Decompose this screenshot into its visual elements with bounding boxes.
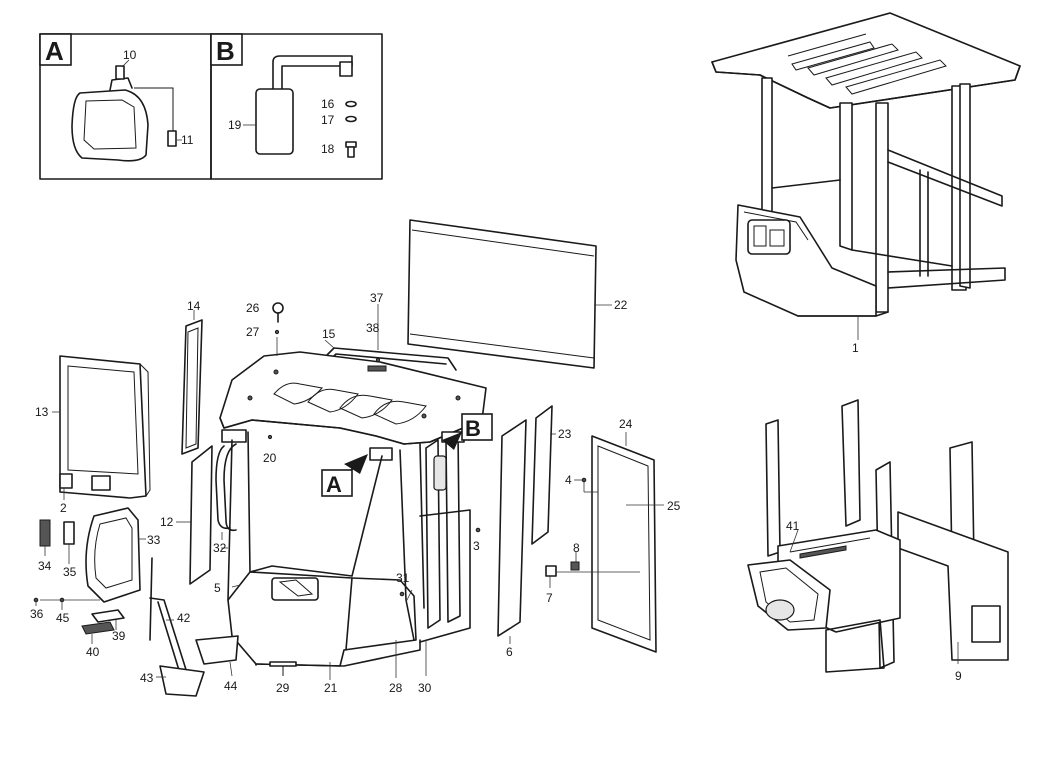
label-10: 10 bbox=[123, 48, 137, 62]
label-11: 11 bbox=[181, 133, 194, 147]
label-25: 25 bbox=[667, 499, 681, 513]
detail-a-letter: A bbox=[45, 36, 64, 66]
work-lamp-a bbox=[71, 89, 149, 162]
label-15: 15 bbox=[322, 327, 336, 341]
glass-14 bbox=[181, 310, 203, 455]
mats-39-40 bbox=[81, 609, 125, 644]
door-13 bbox=[52, 355, 151, 500]
label-22: 22 bbox=[614, 298, 628, 312]
glass-23 bbox=[531, 405, 556, 545]
label-5: 5 bbox=[214, 581, 221, 595]
cab-rear-assembly bbox=[747, 399, 1009, 673]
label-24: 24 bbox=[619, 417, 633, 431]
label-6: 6 bbox=[506, 645, 513, 659]
door-glass-24-25 bbox=[591, 432, 664, 653]
label-28: 28 bbox=[389, 681, 403, 695]
mirror-arm-b bbox=[272, 55, 353, 91]
label-14: 14 bbox=[187, 299, 201, 313]
label-3: 3 bbox=[473, 539, 480, 553]
glass-6 bbox=[497, 419, 527, 644]
label-9: 9 bbox=[955, 669, 962, 683]
label-13: 13 bbox=[35, 405, 49, 419]
detail-b-letter: B bbox=[216, 36, 235, 66]
label-19: 19 bbox=[228, 118, 242, 132]
filter-35 bbox=[63, 521, 75, 564]
label-39: 39 bbox=[112, 629, 126, 643]
label-35: 35 bbox=[63, 565, 77, 579]
label-23: 23 bbox=[558, 427, 572, 441]
plate-44 bbox=[195, 635, 239, 677]
label-33: 33 bbox=[147, 533, 161, 547]
label-41: 41 bbox=[786, 519, 800, 533]
view-callout-a: A bbox=[321, 454, 368, 497]
part-labels: 1 2 3 4 5 6 7 8 9 10 11 12 13 14 15 16 1… bbox=[30, 48, 962, 695]
view-callout-b: B bbox=[442, 413, 493, 450]
parts-7-8 bbox=[545, 552, 640, 588]
label-44: 44 bbox=[224, 679, 238, 693]
wiper-42-43 bbox=[149, 557, 205, 697]
label-30: 30 bbox=[418, 681, 432, 695]
label-37: 37 bbox=[370, 291, 384, 305]
label-20: 20 bbox=[263, 451, 277, 465]
bolt-4 bbox=[574, 477, 598, 493]
duct-33 bbox=[85, 507, 146, 603]
mirror-b bbox=[255, 88, 294, 155]
label-4: 4 bbox=[565, 473, 572, 487]
glass-12 bbox=[176, 445, 213, 585]
bolt-31 bbox=[399, 591, 405, 597]
label-12: 12 bbox=[160, 515, 174, 529]
label-32: 32 bbox=[213, 541, 227, 555]
rops-frame bbox=[711, 12, 1021, 340]
label-34: 34 bbox=[38, 559, 52, 573]
label-2: 2 bbox=[60, 501, 67, 515]
bolt-3 bbox=[475, 527, 481, 533]
label-17: 17 bbox=[321, 113, 335, 127]
roof-glass-22 bbox=[407, 219, 612, 369]
view-b-letter: B bbox=[465, 416, 481, 441]
filter-34 bbox=[39, 519, 51, 556]
label-42: 42 bbox=[177, 611, 191, 625]
view-a-letter: A bbox=[326, 472, 342, 497]
label-29: 29 bbox=[276, 681, 290, 695]
label-7: 7 bbox=[546, 591, 553, 605]
label-18: 18 bbox=[321, 142, 335, 156]
label-31: 31 bbox=[396, 571, 410, 585]
label-43: 43 bbox=[140, 671, 154, 685]
label-45: 45 bbox=[56, 611, 70, 625]
label-36: 36 bbox=[30, 607, 44, 621]
detail-box-b: B bbox=[210, 33, 383, 180]
label-26: 26 bbox=[246, 301, 260, 315]
label-8: 8 bbox=[573, 541, 580, 555]
label-38: 38 bbox=[366, 321, 380, 335]
detail-box-a: A bbox=[39, 33, 212, 180]
handle-32 bbox=[221, 443, 237, 540]
label-27: 27 bbox=[246, 325, 260, 339]
label-40: 40 bbox=[86, 645, 100, 659]
label-16: 16 bbox=[321, 97, 335, 111]
label-1: 1 bbox=[852, 341, 859, 355]
cab-body bbox=[215, 302, 487, 680]
label-21: 21 bbox=[324, 681, 338, 695]
bolt-36-45 bbox=[33, 597, 100, 610]
